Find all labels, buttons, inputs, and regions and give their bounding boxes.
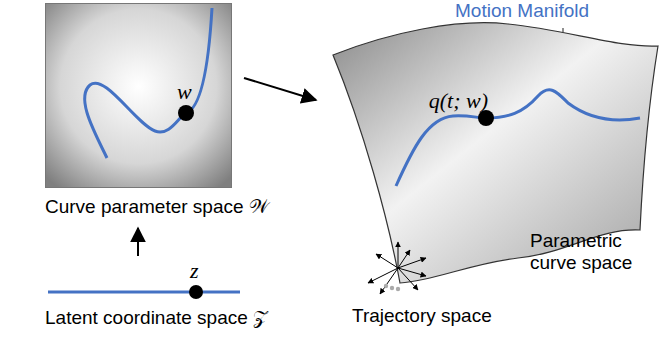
point-label: z (190, 258, 199, 283)
manifold-label: Motion Manifold (455, 0, 589, 22)
axis (398, 242, 399, 268)
point-dot (178, 105, 194, 121)
point-label: w (177, 79, 192, 104)
parameter-square-shape (45, 3, 232, 188)
up-arrow (137, 228, 139, 256)
axis (398, 268, 418, 290)
space-label: Trajectory space (352, 305, 492, 327)
axis (398, 250, 410, 268)
mapping-arrow (244, 78, 316, 100)
parameter-square: wCurve parameter space 𝒲 (45, 3, 232, 188)
point-label: q(t; w) (429, 88, 488, 113)
axis (368, 268, 398, 283)
space-label: Curve parameter space 𝒲 (45, 196, 269, 218)
axis (376, 254, 398, 268)
axis (380, 268, 398, 294)
axis (398, 258, 426, 268)
space-label: Parametric curve space (530, 230, 650, 274)
curve (85, 8, 212, 158)
latent-dot (189, 285, 203, 299)
space-label: Latent coordinate space 𝒵 (45, 307, 267, 329)
latent-line (48, 291, 240, 294)
